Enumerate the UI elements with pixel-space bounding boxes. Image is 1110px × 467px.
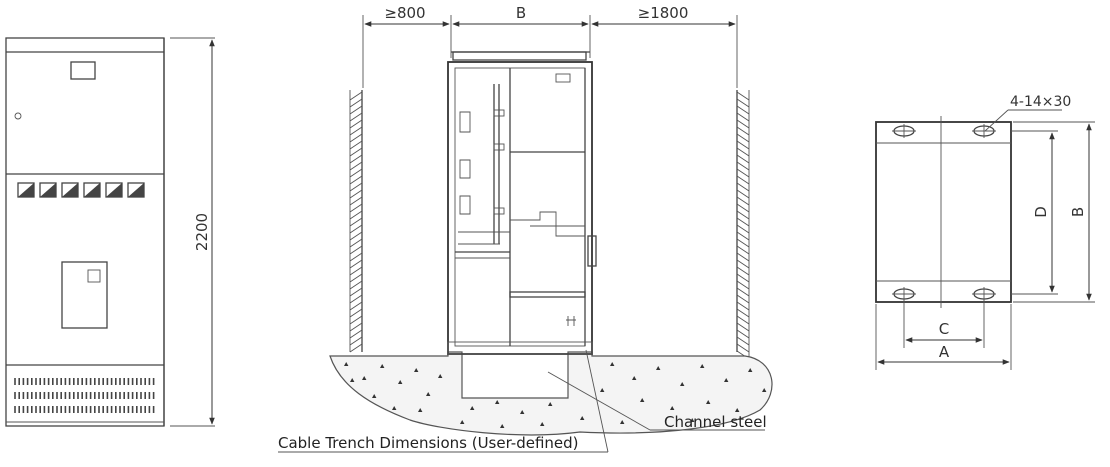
depth-label: B bbox=[516, 4, 526, 22]
mounting-hole-br bbox=[972, 287, 996, 301]
dim-a-label: A bbox=[939, 343, 950, 361]
channel-steel-label: Channel steel bbox=[664, 413, 767, 431]
base-plan: 4-14×30 D B C A bbox=[875, 94, 1095, 370]
mounting-hole-tl bbox=[892, 124, 916, 138]
height-label: 2200 bbox=[193, 213, 211, 251]
dim-d-label: D bbox=[1032, 206, 1050, 218]
meter-4 bbox=[83, 182, 101, 198]
meter-5 bbox=[105, 182, 123, 198]
meter-6 bbox=[127, 182, 145, 198]
left-wall bbox=[349, 90, 363, 353]
side-view: ≥800 B ≥1800 bbox=[278, 4, 773, 453]
meter-1 bbox=[17, 182, 35, 198]
cable-trench-label: Cable Trench Dimensions (User-defined) bbox=[278, 434, 579, 452]
base-frame bbox=[875, 121, 1012, 303]
channel-steel-leader bbox=[547, 371, 651, 431]
height-dimension: 2200 bbox=[170, 37, 215, 427]
cabinet-front-outline bbox=[5, 37, 165, 427]
top-nameplate bbox=[70, 61, 96, 80]
holes-leader bbox=[984, 109, 1009, 132]
cable-trench-leader bbox=[585, 349, 609, 453]
mounting-holes-label: 4-14×30 bbox=[1010, 94, 1071, 110]
meter-3 bbox=[61, 182, 79, 198]
dim-b-label: B bbox=[1069, 207, 1087, 217]
cabinet-side bbox=[447, 51, 597, 355]
dim-c-label: C bbox=[939, 320, 949, 338]
mounting-hole-bl bbox=[892, 287, 916, 301]
concrete-floor bbox=[329, 351, 773, 436]
concrete-aggregate bbox=[344, 362, 767, 428]
front-view: 2200 bbox=[5, 37, 215, 427]
right-wall bbox=[736, 90, 750, 381]
meter-2 bbox=[39, 182, 57, 198]
mounting-hole-tr bbox=[972, 124, 996, 138]
right-clearance-label: ≥1800 bbox=[638, 4, 689, 22]
meter-row bbox=[17, 182, 145, 198]
operating-panel bbox=[61, 261, 108, 329]
left-clearance-label: ≥800 bbox=[384, 4, 425, 22]
ventilation-louvers bbox=[14, 378, 155, 413]
door-lock-icon bbox=[14, 112, 22, 120]
